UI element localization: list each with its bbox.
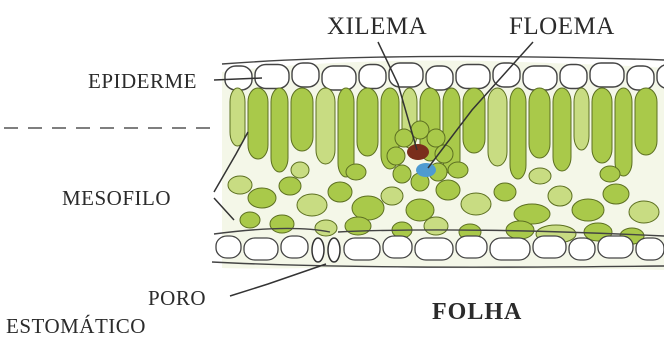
palisade-cell bbox=[510, 88, 526, 179]
xilema-label: XILEMA bbox=[327, 13, 427, 41]
spongy-mesophyll-cell bbox=[248, 188, 276, 208]
palisade-cell bbox=[488, 88, 507, 166]
spongy-mesophyll-cell bbox=[346, 164, 366, 180]
spongy-mesophyll-cell bbox=[352, 196, 384, 220]
spongy-mesophyll-cell bbox=[461, 193, 491, 215]
palisade-cell bbox=[230, 88, 245, 146]
spongy-mesophyll-cell bbox=[381, 187, 403, 205]
upper-epidermis-cell bbox=[456, 65, 490, 89]
lower-epidermis-cell bbox=[598, 236, 633, 258]
palisade-cell bbox=[271, 88, 288, 172]
epiderme-label: EPIDERME bbox=[88, 69, 197, 94]
upper-epidermis-cell bbox=[560, 65, 587, 89]
floema-label: FLOEMA bbox=[509, 13, 615, 41]
palisade-cell bbox=[592, 88, 612, 163]
upper-epidermis-cell bbox=[590, 63, 624, 87]
palisade-cell bbox=[615, 88, 632, 176]
spongy-mesophyll-cell bbox=[228, 176, 252, 194]
spongy-mesophyll-cell bbox=[240, 212, 260, 228]
lower-epidermis-cell bbox=[344, 238, 380, 260]
spongy-mesophyll-cell bbox=[529, 168, 551, 184]
spongy-mesophyll-cell bbox=[424, 217, 448, 235]
palisade-cell bbox=[248, 88, 268, 159]
spongy-mesophyll-cell bbox=[291, 162, 309, 178]
lower-epidermis-cell bbox=[456, 236, 487, 258]
spongy-mesophyll-cell bbox=[448, 162, 468, 178]
lower-epidermis-cell bbox=[216, 236, 241, 258]
mesofilo-label: MESOFILO bbox=[62, 186, 171, 211]
folha-title: FOLHA bbox=[432, 299, 522, 326]
spongy-mesophyll-cell bbox=[315, 220, 337, 236]
phloem-tissue bbox=[416, 163, 436, 177]
palisade-cell bbox=[291, 88, 313, 151]
spongy-mesophyll-cell bbox=[406, 199, 434, 221]
poro-leader-line bbox=[230, 264, 326, 296]
lower-epidermis-cell bbox=[490, 238, 530, 260]
upper-epidermis-cell bbox=[426, 66, 453, 90]
spongy-mesophyll-cell bbox=[436, 180, 460, 200]
upper-epidermis-cell bbox=[255, 65, 289, 89]
spongy-mesophyll-cell bbox=[297, 194, 327, 216]
spongy-mesophyll-cell bbox=[279, 177, 301, 195]
palisade-cell bbox=[553, 88, 571, 171]
xylem-tissue bbox=[407, 144, 429, 160]
spongy-mesophyll-cell bbox=[328, 182, 352, 202]
poro-label: PORO bbox=[148, 286, 206, 311]
spongy-mesophyll-cell bbox=[548, 186, 572, 206]
palisade-cell bbox=[463, 88, 485, 153]
upper-epidermis-cell bbox=[627, 66, 654, 90]
bundle-sheath-cell bbox=[395, 129, 413, 147]
spongy-mesophyll-cell bbox=[603, 184, 629, 204]
spongy-mesophyll-cell bbox=[494, 183, 516, 201]
bundle-sheath-cell bbox=[427, 129, 445, 147]
lower-epidermis-cell bbox=[533, 236, 566, 258]
spongy-mesophyll-cell bbox=[629, 201, 659, 223]
bundle-sheath-cell bbox=[393, 165, 411, 183]
spongy-mesophyll-cell bbox=[270, 215, 294, 233]
upper-epidermis-cell bbox=[359, 65, 386, 89]
palisade-cell bbox=[574, 88, 589, 150]
lower-epidermis-cell bbox=[569, 238, 595, 260]
lower-epidermis-cell bbox=[636, 238, 664, 260]
guard-cell-right bbox=[328, 238, 340, 262]
upper-epidermis-cell bbox=[292, 63, 319, 87]
lower-epidermis-cell bbox=[244, 238, 278, 260]
upper-epidermis-cell bbox=[523, 66, 557, 90]
spongy-mesophyll-cell bbox=[600, 166, 620, 182]
palisade-cell bbox=[316, 88, 335, 164]
spongy-mesophyll-cell bbox=[572, 199, 604, 221]
lower-epidermis-cell bbox=[281, 236, 308, 258]
palisade-cell bbox=[529, 88, 550, 158]
upper-epidermis-cell bbox=[493, 63, 520, 87]
palisade-cell bbox=[338, 88, 354, 177]
bundle-sheath-cell bbox=[387, 147, 405, 165]
upper-epidermis-cell bbox=[322, 66, 356, 90]
spongy-mesophyll-cell bbox=[345, 217, 371, 235]
estomatico-label: ESTOMÁTICO bbox=[6, 314, 146, 339]
palisade-cell bbox=[357, 88, 378, 156]
lower-epidermis-cell bbox=[415, 238, 453, 260]
lower-epidermis-cell bbox=[383, 236, 412, 258]
palisade-cell bbox=[635, 88, 657, 155]
guard-cell-left bbox=[312, 238, 324, 262]
